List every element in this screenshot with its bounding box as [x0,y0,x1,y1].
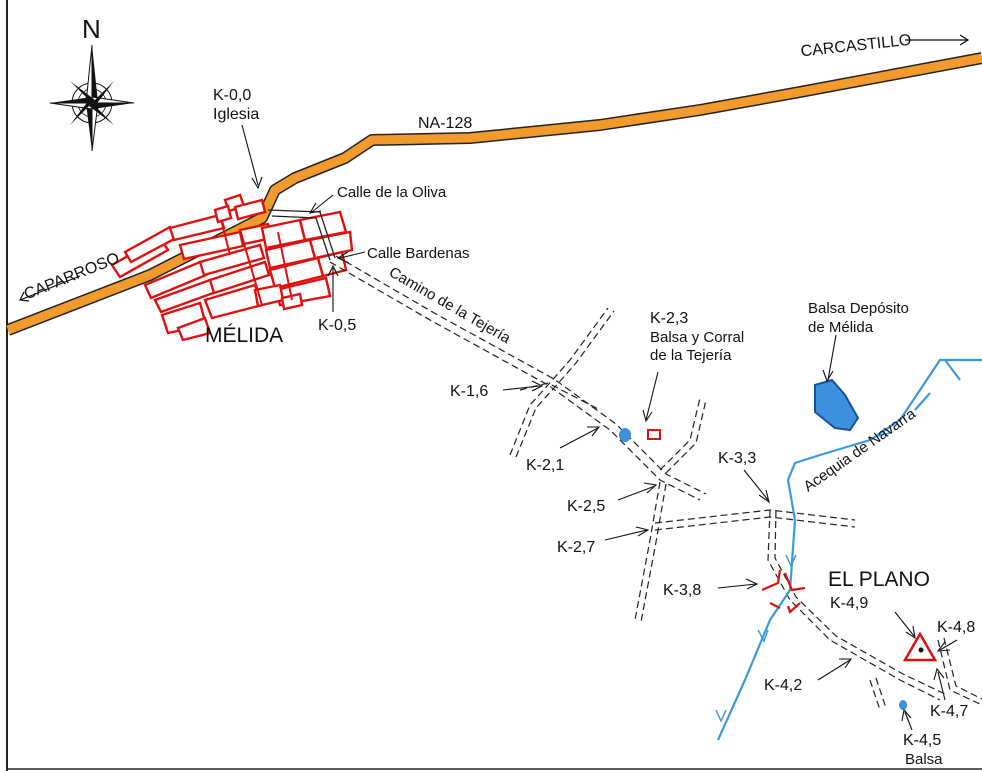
north-label: N [82,14,101,44]
road-label-na128: NA-128 [418,115,472,132]
street-label-bardenas: Calle Bardenas [367,245,470,262]
marker-k27: K-2,7 [557,539,595,556]
marker-k23: K-2,3 [650,310,688,327]
el-plano-crossing [761,569,806,614]
reservoir-balsa-deposito [814,378,860,432]
marker-k42: K-4,2 [764,677,802,694]
warning-triangle-icon [902,631,938,662]
marker-k21: K-2,1 [526,457,564,474]
marker-k47: K-4,7 [930,703,968,720]
marker-k33: K-3,3 [718,450,756,467]
marker-k00-sub: Iglesia [213,106,259,123]
reservoir-label-line1: Balsa Depósito [808,300,909,317]
reservoir-label-line2: de Mélida [808,319,874,336]
area-label-el-plano: EL PLANO [828,568,930,591]
dirt-tracks [329,255,982,711]
street-label-oliva: Calle de la Oliva [337,184,447,201]
marker-k23-sub2: de la Tejería [650,347,732,364]
channel-label-acequia: Acequia de Navarra [801,405,920,495]
local-streets [267,209,336,261]
irrigation-channels [715,358,982,741]
marker-k16: K-1,6 [450,383,488,400]
marker-k23-sub1: Balsa y Corral [650,329,744,346]
corral-tejeria [647,429,661,440]
village-label-melida: MÉLIDA [205,324,283,347]
marker-k48: K-4,8 [937,619,975,636]
compass-rose-icon [49,44,135,152]
village-blocks [110,193,354,342]
marker-k45: K-4,5 [903,732,941,749]
pond-balsa [899,700,907,710]
main-road-na128 [5,52,982,336]
marker-k25: K-2,5 [567,498,605,515]
town-label-carcastillo: CARCASTILLO [800,32,912,61]
town-direction-arrows [19,34,970,302]
marker-k38: K-3,8 [663,582,701,599]
marker-k05: K-0,5 [318,317,356,334]
marker-k49: K-4,9 [830,595,868,612]
label-leader-arrows [241,124,958,731]
marker-k00: K-0,0 [213,87,251,104]
track-label-camino-tejeria: Camino de la Tejería [386,264,514,348]
pond-tejeria [619,428,631,442]
marker-k45-sub: Balsa [905,751,943,768]
